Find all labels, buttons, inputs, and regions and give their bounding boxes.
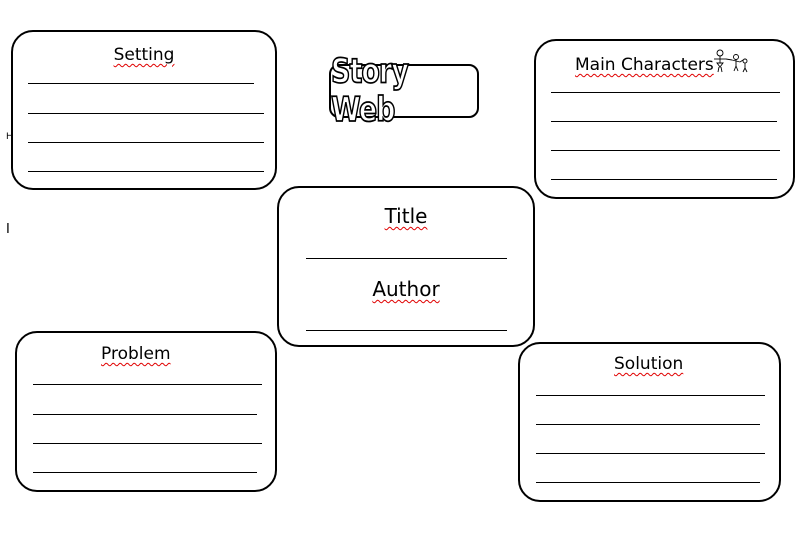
- setting-line-3[interactable]: [28, 142, 264, 143]
- stick-figure-children-icon: [714, 49, 748, 73]
- main-characters-heading: Main Characters: [575, 55, 714, 75]
- problem-line-3[interactable]: [33, 443, 262, 444]
- main-characters-line-4[interactable]: [551, 179, 777, 180]
- main-characters-line-1[interactable]: [551, 92, 780, 93]
- setting-heading: Setting: [113, 45, 175, 65]
- solution-line-3[interactable]: [536, 453, 765, 454]
- author-line[interactable]: [306, 330, 507, 331]
- stray-mark-bar: I: [6, 222, 10, 237]
- author-heading: Author: [372, 277, 440, 301]
- solution-heading: Solution: [614, 354, 684, 374]
- solution-line-1[interactable]: [536, 395, 765, 396]
- solution-box: Solution: [518, 342, 781, 502]
- setting-line-1[interactable]: [28, 83, 254, 84]
- setting-box: Setting: [11, 30, 277, 190]
- stray-mark-h: H: [6, 132, 13, 142]
- main-characters-line-2[interactable]: [551, 121, 777, 122]
- problem-box: Problem: [15, 331, 277, 492]
- solution-line-4[interactable]: [536, 482, 760, 483]
- setting-line-2[interactable]: [28, 113, 264, 114]
- title-line[interactable]: [306, 258, 507, 259]
- title-heading: Title: [384, 204, 428, 228]
- problem-line-1[interactable]: [33, 384, 262, 385]
- main-characters-box: Main Characters: [534, 39, 795, 199]
- setting-line-4[interactable]: [28, 171, 264, 172]
- problem-heading: Problem: [101, 344, 171, 364]
- solution-line-2[interactable]: [536, 424, 760, 425]
- main-characters-line-3[interactable]: [551, 150, 780, 151]
- story-web-title: Story Web: [329, 51, 479, 131]
- problem-line-2[interactable]: [33, 414, 257, 415]
- title-author-box: Title Author: [277, 186, 535, 347]
- problem-line-4[interactable]: [33, 472, 257, 473]
